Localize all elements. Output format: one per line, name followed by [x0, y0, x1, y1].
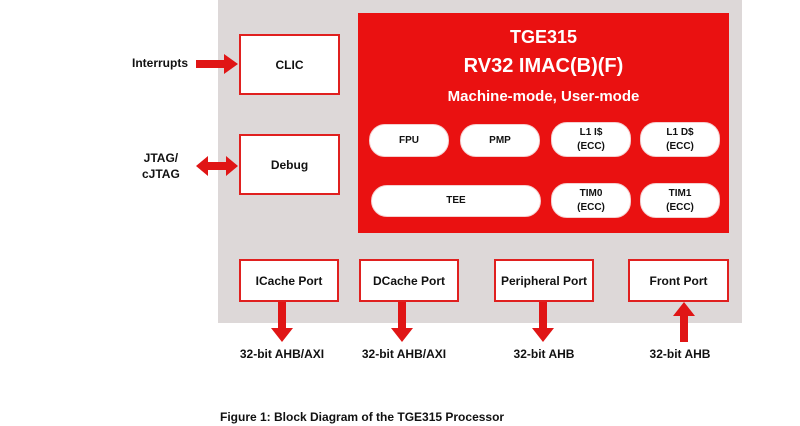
interrupts-arrow-icon	[196, 54, 238, 74]
clic-label: CLIC	[275, 57, 304, 72]
unit-tim0: TIM0 (ECC)	[551, 183, 631, 218]
unit-pmp-label: PMP	[489, 134, 511, 146]
unit-pmp: PMP	[460, 124, 540, 157]
unit-l1-icache-label: L1 I$	[579, 126, 603, 138]
icache-port-block: ICache Port	[239, 259, 339, 302]
figure-caption: Figure 1: Block Diagram of the TGE315 Pr…	[220, 410, 505, 424]
jtag-label: JTAG/ cJTAG	[142, 150, 180, 182]
core-modes: Machine-mode, User-mode	[447, 88, 640, 105]
interrupts-label: Interrupts	[132, 56, 189, 70]
unit-fpu: FPU	[369, 124, 449, 157]
clic-block: CLIC	[239, 34, 340, 95]
core-name: TGE315	[509, 27, 578, 47]
front-port-label: Front Port	[649, 273, 708, 288]
dcache-bus-label: 32-bit AHB/AXI	[361, 347, 447, 361]
unit-l1-dcache-sub: (ECC)	[666, 140, 694, 152]
unit-tee-label: TEE	[446, 195, 466, 206]
debug-block: Debug	[239, 134, 340, 195]
peripheral-bus-label: 32-bit AHB	[513, 347, 575, 361]
front-port-block: Front Port	[628, 259, 729, 302]
unit-l1-dcache: L1 D$ (ECC)	[640, 122, 720, 157]
jtag-label-line1: JTAG/	[143, 151, 179, 165]
unit-l1-icache-sub: (ECC)	[577, 140, 605, 152]
front-bus-label: 32-bit AHB	[649, 347, 711, 361]
jtag-label-line2: cJTAG	[142, 167, 180, 181]
peripheral-port-block: Peripheral Port	[494, 259, 594, 302]
unit-l1-icache: L1 I$ (ECC)	[551, 122, 631, 157]
debug-label: Debug	[270, 157, 309, 172]
unit-tim1: TIM1 (ECC)	[640, 183, 720, 218]
unit-fpu-label: FPU	[399, 134, 419, 146]
unit-tim1-label: TIM1	[668, 187, 692, 199]
unit-l1-dcache-label: L1 D$	[666, 126, 694, 138]
icache-port-label: ICache Port	[255, 273, 323, 288]
icache-port-arrow-down-icon	[271, 302, 293, 342]
jtag-bidirectional-arrow-icon	[196, 156, 238, 176]
dcache-port-arrow-down-icon	[391, 302, 413, 342]
peripheral-port-arrow-down-icon	[532, 302, 554, 342]
unit-tim1-sub: (ECC)	[666, 201, 694, 213]
unit-tee: TEE	[371, 185, 541, 217]
dcache-port-block: DCache Port	[359, 259, 459, 302]
icache-bus-label: 32-bit AHB/AXI	[239, 347, 325, 361]
peripheral-port-label: Peripheral Port	[500, 273, 588, 288]
core-isa: RV32 IMAC(B)(F)	[463, 55, 624, 77]
unit-tim0-label: TIM0	[579, 187, 603, 199]
unit-tim0-sub: (ECC)	[577, 201, 605, 213]
dcache-port-label: DCache Port	[372, 273, 446, 288]
front-port-arrow-up-icon	[673, 302, 695, 342]
